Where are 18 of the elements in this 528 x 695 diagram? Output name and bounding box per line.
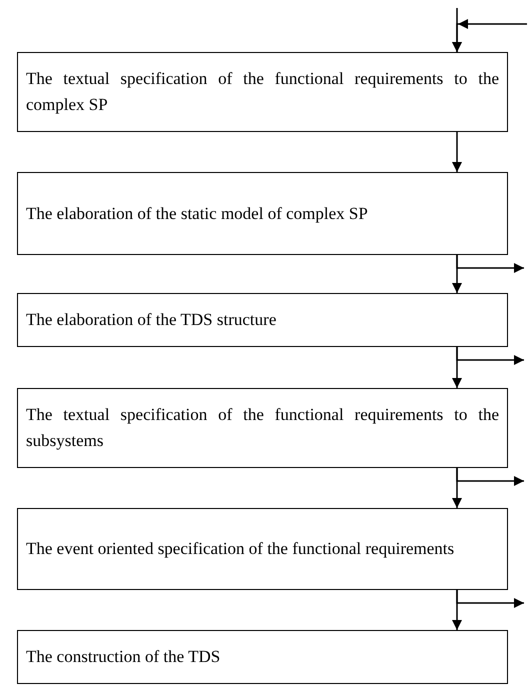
arrow	[452, 19, 527, 52]
arrow	[456, 468, 524, 486]
box-text: The elaboration of the TDS structure	[26, 309, 278, 331]
arrow	[452, 132, 462, 172]
arrow	[456, 347, 524, 365]
box-text: The construction of the TDS	[26, 646, 222, 668]
box-text: The event oriented specification of the functional requirements	[26, 538, 456, 560]
process-box	[17, 52, 508, 132]
process-box	[17, 172, 508, 255]
box-text: The elaboration of the static model of complex SP	[26, 202, 369, 225]
arrow	[456, 590, 524, 608]
box-text: The textual specification of the functional requirements to the complex SP	[26, 68, 499, 116]
process-box	[17, 630, 508, 684]
box-text: The textual specification of the functional requirements to the subsystems	[26, 404, 499, 452]
process-box	[17, 293, 508, 347]
process-box	[17, 508, 508, 590]
process-box	[17, 388, 508, 468]
arrow	[456, 255, 524, 273]
